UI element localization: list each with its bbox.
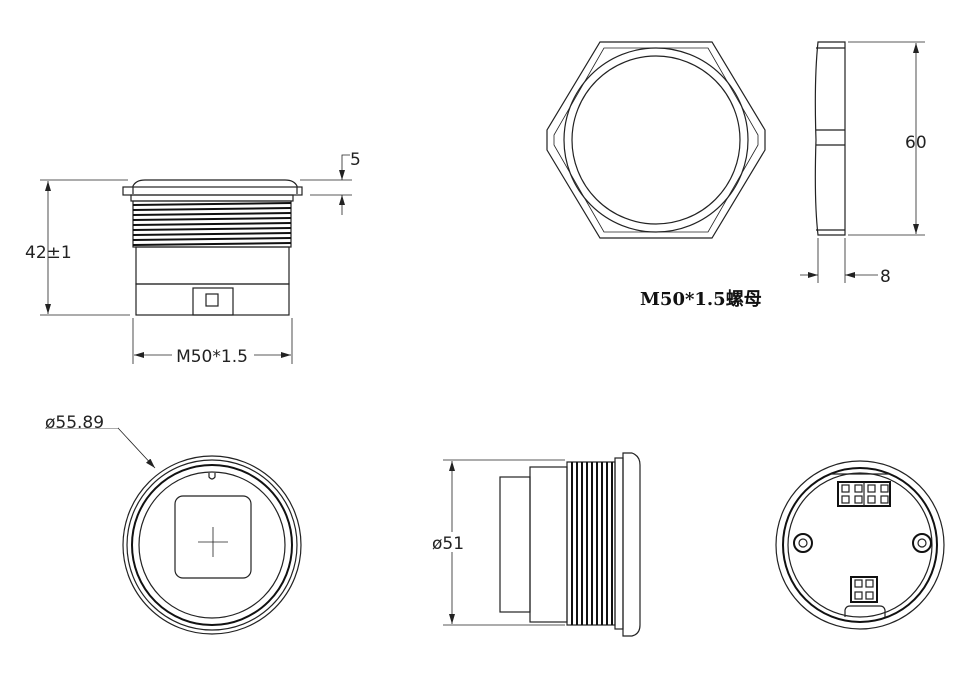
side-view-rotated: ø51 bbox=[430, 452, 641, 637]
thread-rotated bbox=[571, 462, 613, 625]
outer-diameter-dimension: ø55.89 bbox=[45, 413, 104, 433]
nut-thickness-dimension: 8 bbox=[880, 267, 891, 287]
hex-nut-side: 60 8 bbox=[800, 41, 927, 287]
back-view bbox=[775, 460, 945, 630]
flange-thickness-dimension: 5 bbox=[350, 150, 361, 170]
thread bbox=[132, 200, 292, 248]
height-dimension: 42±1 bbox=[25, 243, 72, 263]
across-corners-dimension: 60 bbox=[905, 133, 927, 153]
thread-dimension: M50*1.5 bbox=[176, 347, 248, 367]
body-diameter-dimension: ø51 bbox=[432, 534, 464, 554]
hex-nut-front bbox=[546, 41, 766, 239]
screw-right bbox=[912, 533, 932, 553]
connector-4pin bbox=[850, 576, 878, 603]
button-face bbox=[174, 495, 252, 579]
connector-window bbox=[192, 287, 234, 316]
nut-caption: M50*1.5螺母 bbox=[640, 289, 762, 310]
front-view: ø55.89 bbox=[44, 412, 302, 635]
connector-8pin bbox=[837, 481, 891, 507]
side-view: 42±1 5 M50*1.5 bbox=[25, 150, 361, 367]
screw-left bbox=[793, 533, 813, 553]
